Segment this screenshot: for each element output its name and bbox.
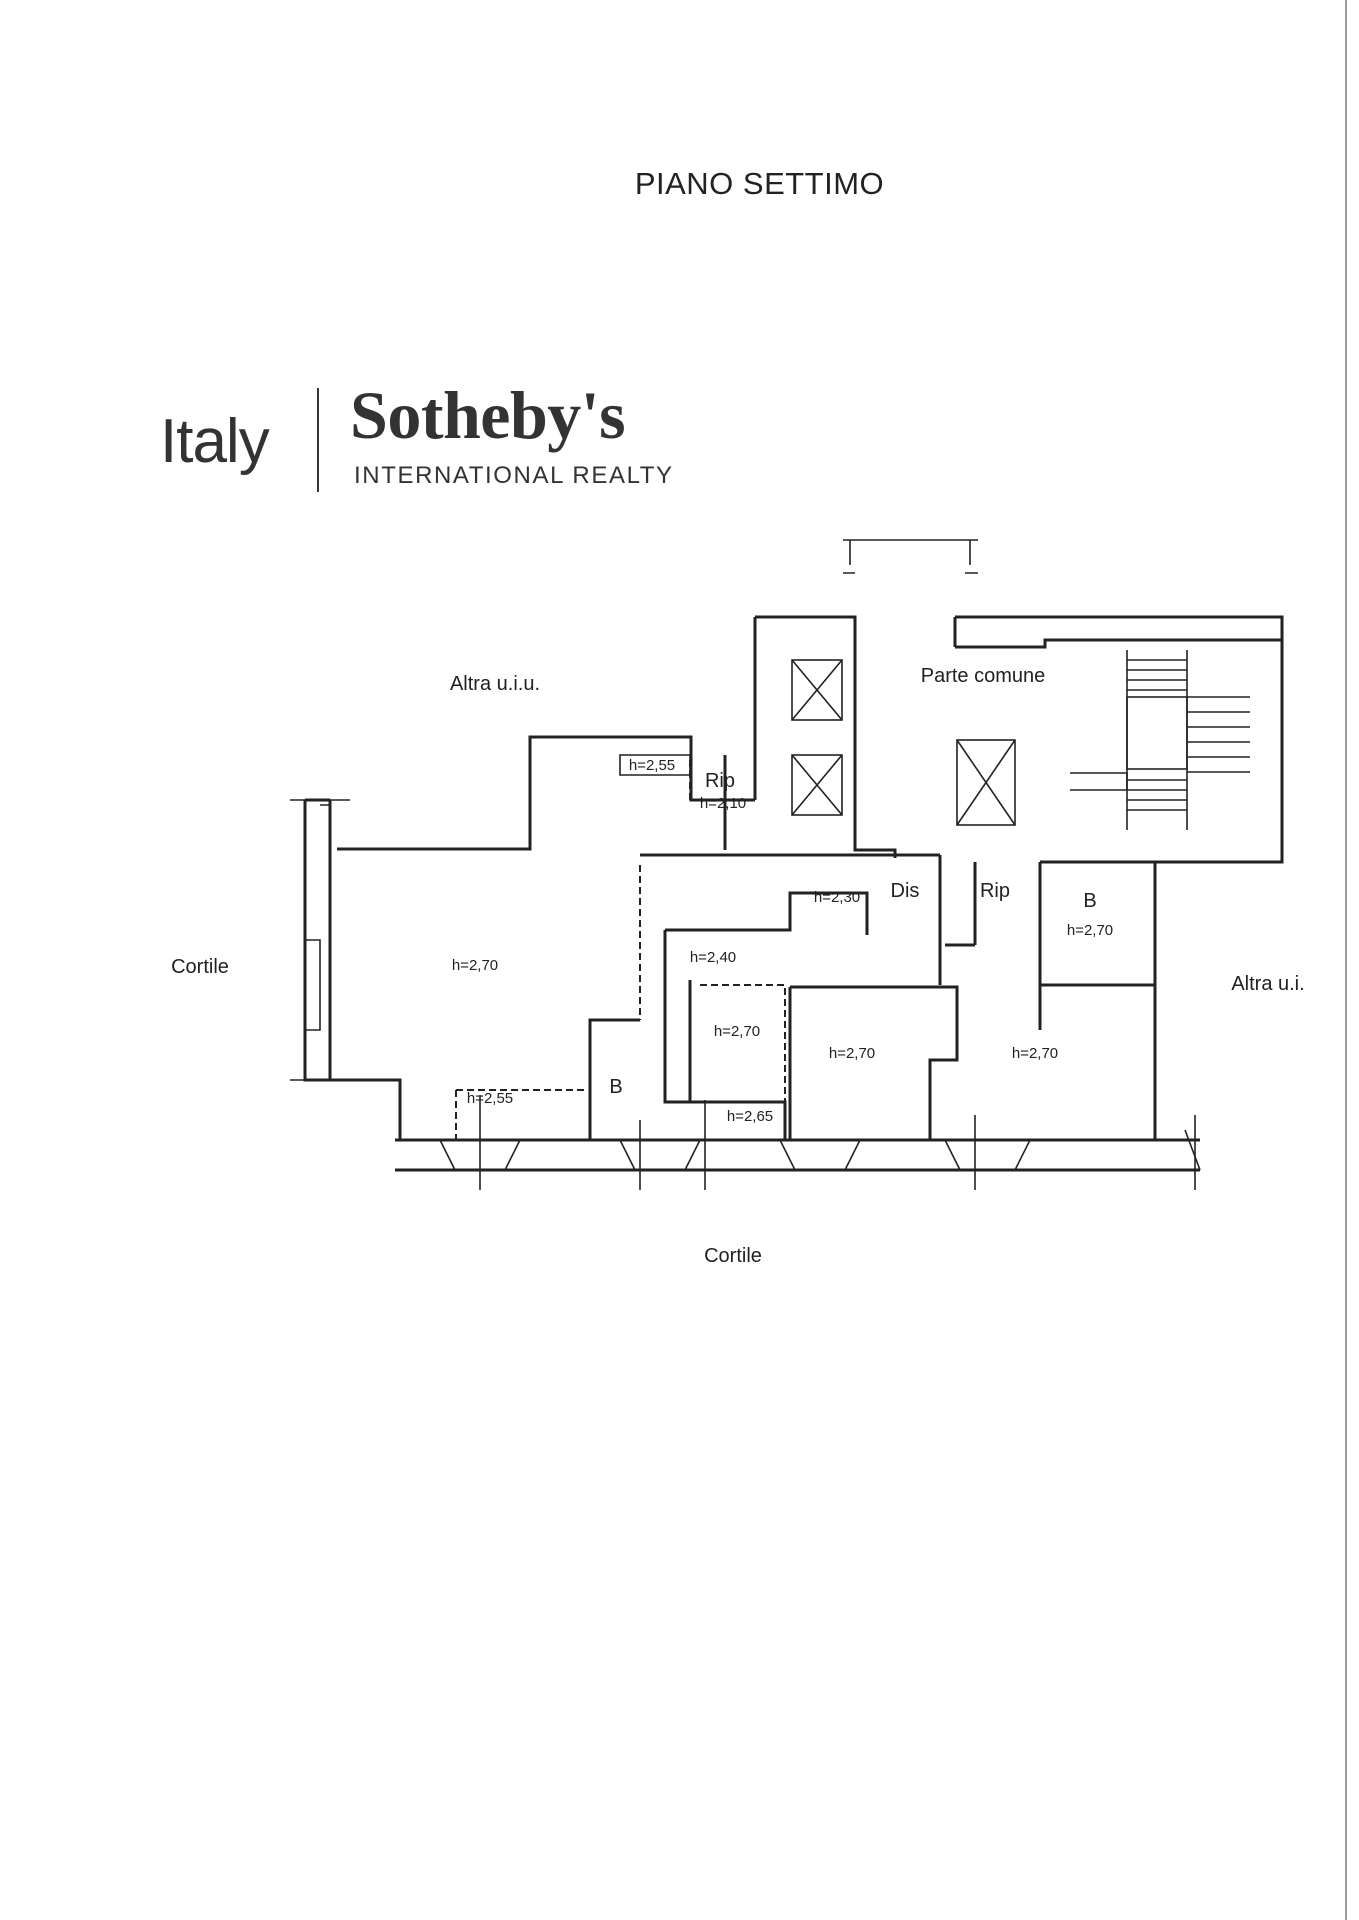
height-rip-small: h=2,55 — [629, 757, 675, 774]
page-title: PIANO SETTIMO — [634, 166, 885, 201]
height-room-center: h=2,70 — [714, 1023, 760, 1040]
plan-labels: Altra u.i.u. Parte comune Altra u.i. Cor… — [171, 665, 1305, 1267]
label-rip-north: Rip — [705, 770, 735, 792]
height-rip-north: h=2,10 — [700, 795, 746, 812]
label-bath-west: B — [609, 1076, 622, 1098]
label-cortile-south: Cortile — [704, 1245, 762, 1267]
label-dis: Dis — [891, 880, 920, 902]
height-bath-east: h=2,70 — [1067, 922, 1113, 939]
height-bay: h=2,55 — [467, 1090, 513, 1107]
height-passage: h=2,65 — [727, 1108, 773, 1125]
height-hall: h=2,40 — [690, 949, 736, 966]
page-edge — [1345, 0, 1347, 1920]
logo-subtitle-text: INTERNATIONAL REALTY — [354, 462, 674, 489]
label-altra-ui: Altra u.i. — [1231, 973, 1304, 995]
height-room-south-b: h=2,70 — [1012, 1045, 1058, 1062]
label-cortile-west: Cortile — [171, 956, 229, 978]
logo-divider — [317, 388, 319, 492]
height-main-room: h=2,70 — [452, 957, 498, 974]
height-room-south-a: h=2,70 — [829, 1045, 875, 1062]
label-rip-east: Rip — [980, 880, 1010, 902]
label-altra-uiu: Altra u.i.u. — [450, 673, 540, 695]
height-corridor: h=2,30 — [814, 889, 860, 906]
label-parte-comune: Parte comune — [921, 665, 1046, 687]
sothebys-logo: Italy Sotheby's INTERNATIONAL REALTY — [160, 377, 680, 500]
logo-brand-text: Sotheby's — [350, 377, 626, 453]
label-bath-east: B — [1083, 890, 1096, 912]
plan-walls — [290, 539, 1284, 1190]
logo-italy-text: Italy — [160, 407, 270, 476]
